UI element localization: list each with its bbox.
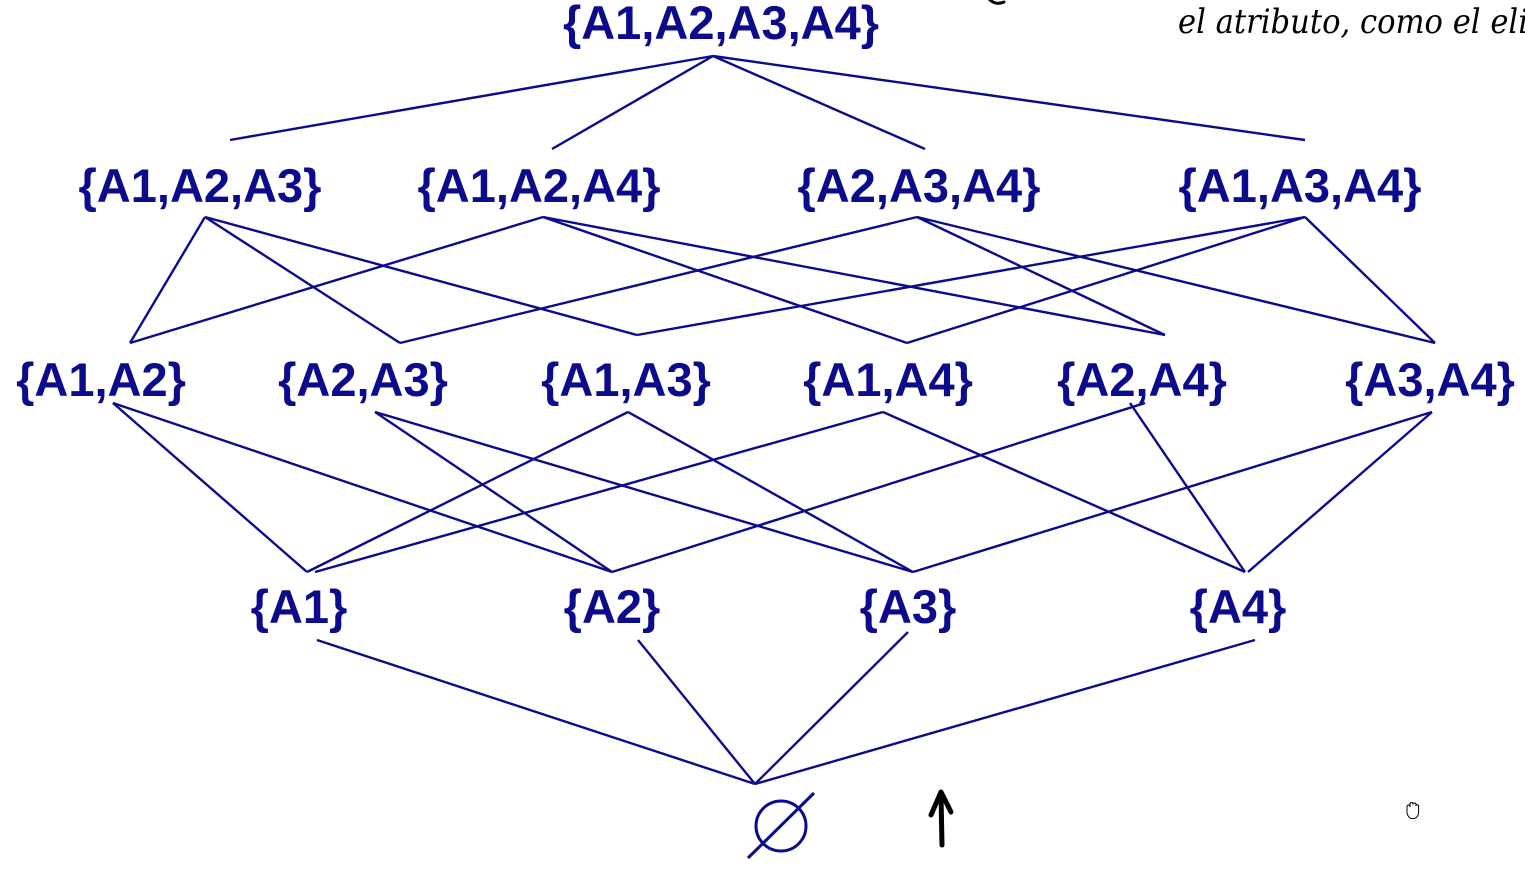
- node-level3: {A1,A2,A3}: [79, 159, 322, 212]
- edge: [204, 215, 638, 337]
- edge: [916, 215, 1166, 337]
- edge: [374, 411, 613, 573]
- edge: [129, 215, 544, 345]
- edge: [637, 639, 756, 785]
- edge: [906, 215, 1306, 345]
- node-level2: {A3,A4}: [1345, 353, 1515, 406]
- node-level2: {A1,A4}: [803, 353, 973, 406]
- node-level3: {A1,A2,A4}: [418, 159, 661, 212]
- node-level3: {A2,A3,A4}: [798, 159, 1041, 212]
- edges-level3-level2: [128, 215, 1436, 345]
- edge: [611, 401, 1146, 574]
- edge: [306, 410, 629, 574]
- edge: [112, 401, 613, 574]
- edge: [627, 410, 914, 574]
- node-bottom-empty-set: [746, 791, 816, 860]
- edge: [399, 215, 918, 345]
- edge: [128, 216, 207, 344]
- node-level1: {A2}: [564, 580, 661, 633]
- edge: [912, 410, 1433, 574]
- edge: [374, 410, 914, 574]
- node-level2: {A2,A3}: [278, 353, 448, 406]
- up-arrow-icon: [928, 789, 954, 848]
- edge: [712, 54, 1306, 142]
- edge: [1247, 411, 1433, 573]
- edge: [636, 215, 1306, 337]
- edges-level1-bottom: [316, 631, 1256, 786]
- handwritten-annotation: el atributo, como el eli: [987, 0, 1525, 42]
- edge: [754, 631, 909, 785]
- node-level1: {A3}: [860, 580, 957, 633]
- edge: [542, 215, 1166, 337]
- edge: [542, 215, 908, 345]
- node-level2: {A2,A4}: [1057, 353, 1227, 406]
- edge: [712, 54, 926, 151]
- handwritten-note: el atributo, como el eli: [1178, 2, 1525, 42]
- edge: [229, 54, 714, 142]
- edge: [314, 410, 884, 574]
- edge: [916, 215, 1436, 345]
- edge: [1304, 216, 1436, 344]
- edge: [112, 402, 308, 573]
- edges-top-level3: [229, 54, 1306, 151]
- edges-level2-level1: [112, 401, 1433, 574]
- edge: [754, 638, 1256, 786]
- node-level2: {A1,A3}: [541, 353, 711, 406]
- edge: [551, 54, 714, 151]
- hand-cursor-icon: [1406, 801, 1420, 819]
- node-level3: {A1,A3,A4}: [1179, 159, 1422, 212]
- edge: [316, 638, 756, 786]
- edge: [204, 215, 401, 345]
- node-level2: {A1,A2}: [16, 353, 186, 406]
- node-level1: {A1}: [251, 580, 348, 633]
- node-level1: {A4}: [1190, 580, 1287, 633]
- node-top: {A1,A2,A3,A4}: [563, 0, 879, 49]
- edge: [882, 410, 1246, 574]
